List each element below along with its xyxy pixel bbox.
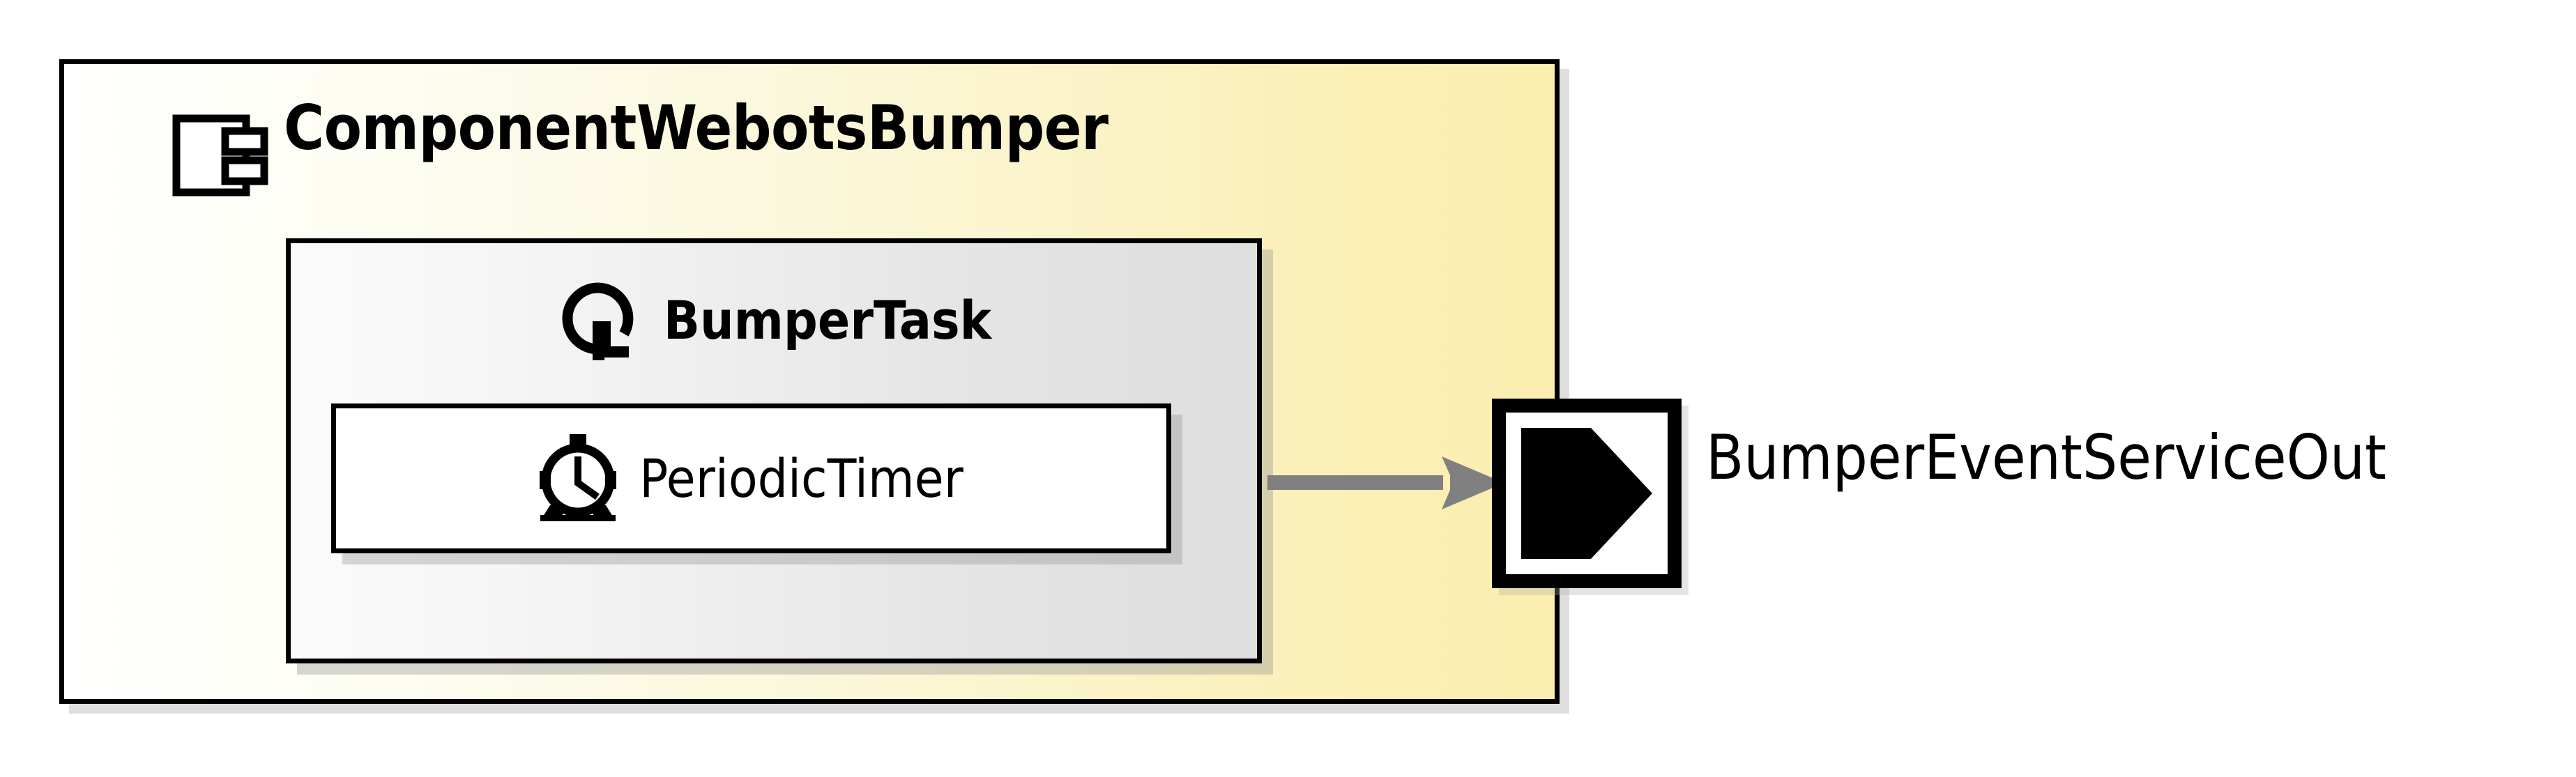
task-header: BumperTask — [291, 275, 1257, 366]
service-port-bumper-event-service-out[interactable] — [1492, 399, 1682, 588]
component-box-component-webots-bumper[interactable]: ComponentWebotsBumper BumperTask — [59, 59, 1560, 704]
provided-service-port-icon — [1518, 425, 1655, 562]
cyclic-task-icon — [556, 279, 640, 362]
component-icon — [172, 114, 271, 197]
task-box-bumper-task[interactable]: BumperTask PeriodicTimer — [286, 238, 1262, 663]
timer-box-periodic-timer[interactable]: PeriodicTimer — [331, 403, 1171, 553]
arrow-right-icon — [1267, 456, 1504, 509]
task-title: BumperTask — [663, 289, 992, 351]
component-title: ComponentWebotsBumper — [284, 92, 1108, 164]
timer-title: PeriodicTimer — [639, 447, 963, 509]
service-port-label: BumperEventServiceOut — [1706, 422, 2387, 493]
alarm-clock-icon — [539, 433, 617, 525]
